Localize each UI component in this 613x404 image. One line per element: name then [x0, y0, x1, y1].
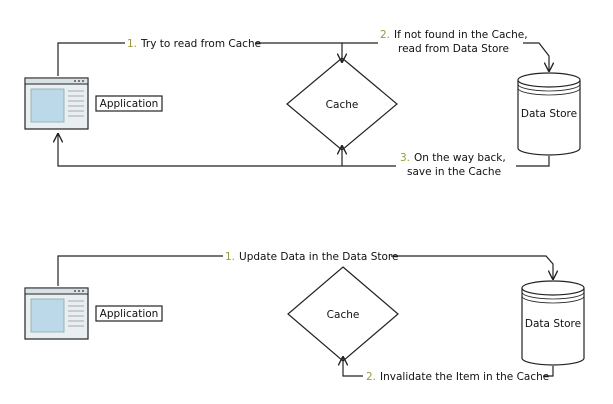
bottom-application-label: Application [100, 308, 159, 320]
top-step3-num: 3. [400, 152, 410, 164]
bottom-step1-arrow [57, 255, 553, 286]
top-step2-num: 2. [380, 29, 390, 41]
top-cache-label: Cache [326, 99, 359, 111]
bottom-step2-text: 2. Invalidate the Item in the Cache [366, 371, 549, 383]
bottom-step1-text: 1. Update Data in the Data Store [225, 251, 398, 263]
bottom-application-label-box [95, 305, 163, 322]
bottom-data-store-cylinder [521, 280, 585, 366]
top-step3-bg [396, 152, 516, 182]
bottom-step1-bg [223, 249, 391, 263]
top-step1-num: 1. [127, 38, 137, 50]
top-step2-line1: If not found in the Cache, [394, 29, 528, 41]
bottom-step1-num: 1. [225, 251, 235, 263]
top-step1-text: 1.Try to read from Cache [127, 38, 261, 50]
bottom-data-store-label: Data Store [525, 318, 581, 330]
top-step2-text-1: 2. If not found in the Cache, [380, 29, 528, 41]
top-step2-bg [378, 26, 523, 56]
top-step2-line2: read from Data Store [398, 43, 509, 55]
top-step3-line2: save in the Cache [407, 166, 501, 178]
bottom-step2-label: Invalidate the Item in the Cache [380, 371, 549, 383]
top-step1-bg [125, 36, 255, 50]
top-data-store-label: Data Store [521, 108, 577, 120]
top-step3-line1: On the way back, [414, 152, 506, 164]
bottom-step2-bg [363, 369, 543, 383]
bottom-cache-label: Cache [327, 309, 360, 321]
bottom-step2-num: 2. [366, 371, 376, 383]
bottom-step1-label: Update Data in the Data Store [239, 251, 398, 263]
top-step3-text-1: 3. On the way back, [400, 152, 506, 164]
bottom-application-window-icon [24, 287, 89, 340]
top-step1-label: Try to read from Cache [140, 38, 261, 50]
top-data-store-cylinder [517, 72, 581, 156]
top-application-label: Application [100, 98, 159, 110]
top-step3-arrow [58, 134, 550, 167]
top-application-label-box [95, 95, 163, 112]
top-application-window-icon [24, 77, 89, 130]
